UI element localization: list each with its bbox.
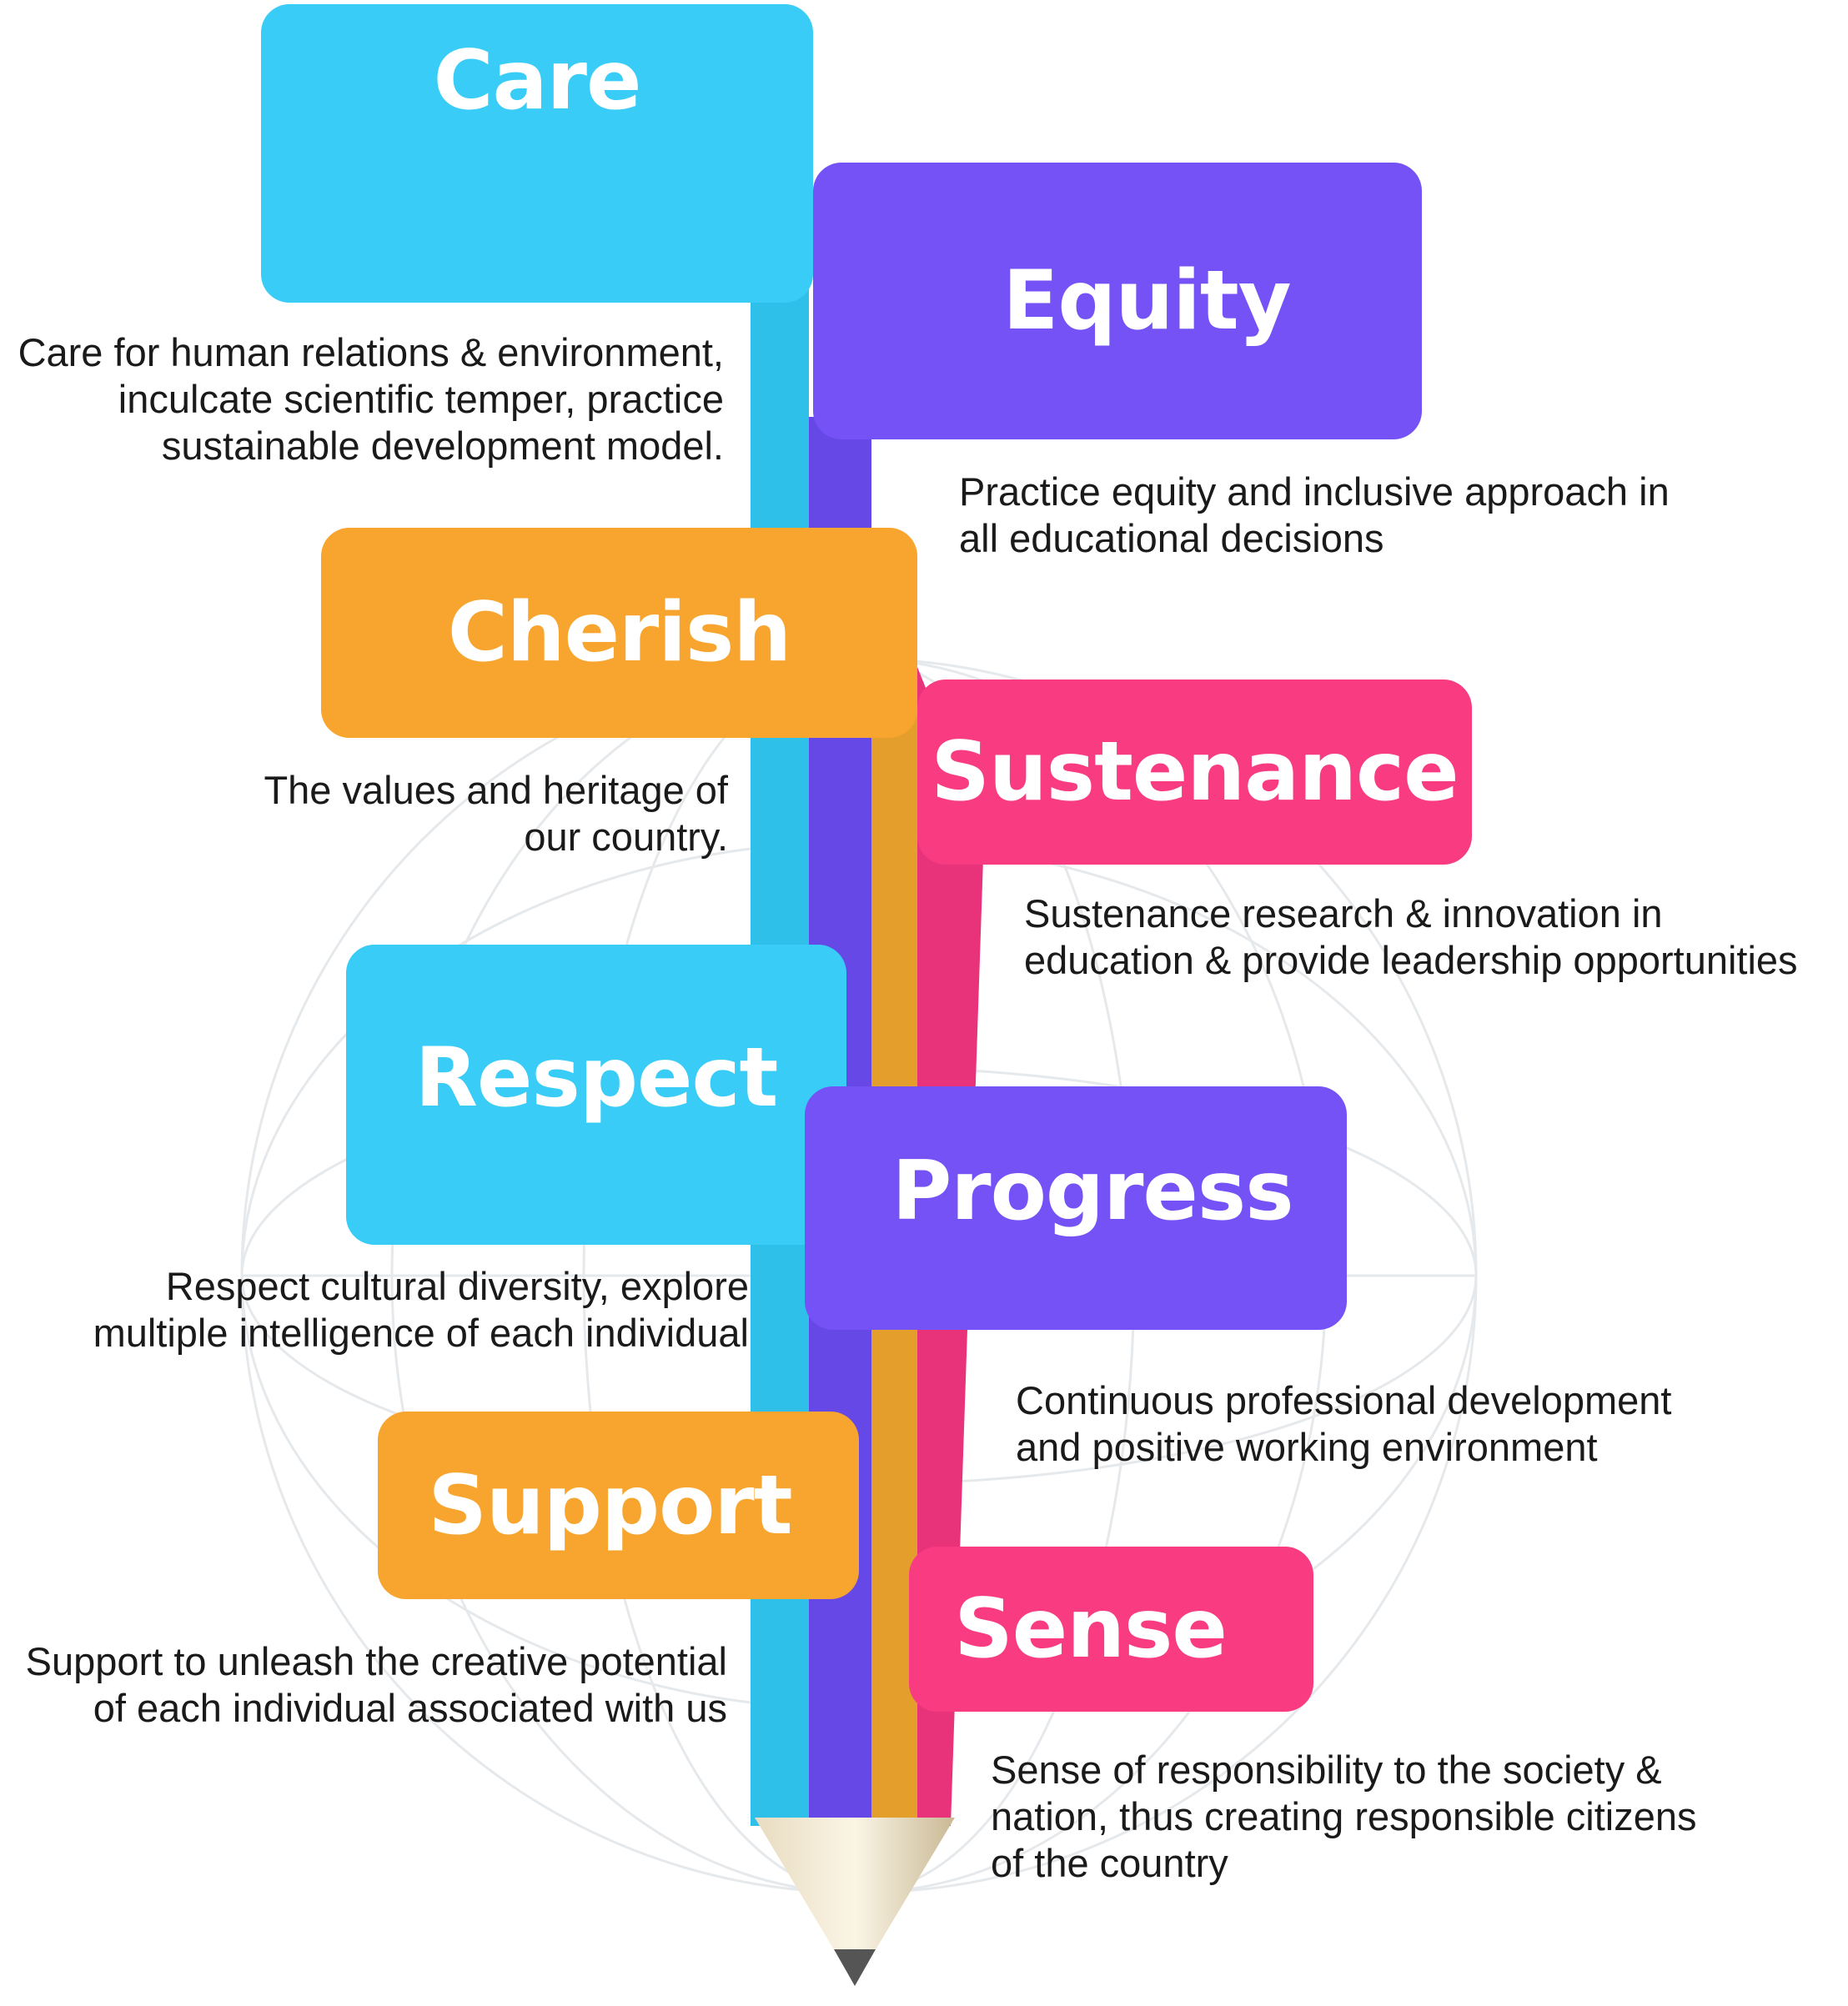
tag-sustenance-label: Sustenance: [931, 725, 1459, 820]
tag-care: Care: [261, 4, 813, 303]
tag-respect-label: Respect: [414, 1031, 779, 1126]
desc-progress: Continuous professional development and …: [1016, 1378, 1672, 1469]
tag-cherish: Cherish: [321, 528, 917, 738]
pencil-lead: [834, 1949, 876, 1986]
tag-support-label: Support: [428, 1457, 792, 1553]
tag-equity-label: Equity: [1002, 253, 1291, 349]
tag-sustenance: Sustenance: [917, 680, 1472, 865]
desc-sense: Sense of responsibility to the society &…: [991, 1748, 1697, 1885]
tag-progress-label: Progress: [891, 1144, 1293, 1239]
desc-support: Support to unleash the creative potentia…: [25, 1639, 727, 1730]
tag-cherish-label: Cherish: [447, 585, 791, 680]
tag-progress: Progress: [805, 1086, 1347, 1330]
desc-care: Care for human relations & environment, …: [18, 330, 724, 468]
tag-equity: Equity: [813, 163, 1422, 439]
pencil-tip: [755, 1818, 955, 1984]
tag-sense: Sense: [909, 1547, 1313, 1712]
tag-support: Support: [378, 1412, 859, 1599]
desc-respect: Respect cultural diversity, explore mult…: [93, 1264, 749, 1355]
desc-equity: Practice equity and inclusive approach i…: [959, 469, 1670, 560]
tag-respect: Respect: [346, 945, 846, 1245]
tag-sense-label: Sense: [954, 1582, 1228, 1677]
desc-sustenance: Sustenance research & innovation in educ…: [1024, 891, 1798, 982]
tag-care-label: Care: [433, 33, 642, 128]
desc-cherish: The values and heritage of our country.: [264, 768, 728, 859]
